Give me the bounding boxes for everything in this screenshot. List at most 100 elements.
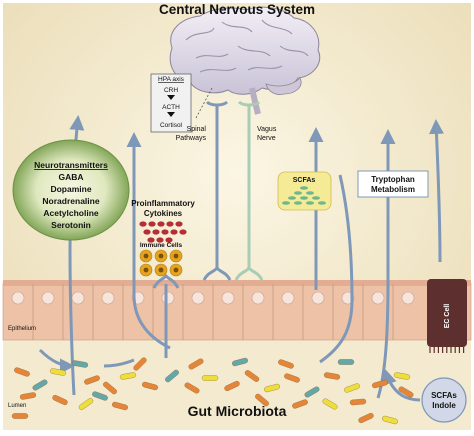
epithelium-label: Epithelium [8, 326, 36, 332]
cell-nucleus [401, 291, 415, 305]
cytokine-dot [156, 237, 164, 243]
bacterium [264, 383, 280, 393]
bacterium [304, 386, 320, 398]
bacterium [278, 359, 294, 369]
cell-nucleus [281, 291, 295, 305]
bacterium [49, 368, 67, 376]
spinal-label-line2: Pathways [176, 135, 207, 142]
cytokine-dot [148, 221, 156, 227]
hpa-step-acth: ACTH [162, 104, 180, 111]
immune-cell-nucleus [173, 253, 179, 259]
hpa-step-crh: CRH [164, 87, 178, 94]
bacterium [19, 392, 37, 400]
bacterium [71, 360, 89, 368]
scfa-dot [288, 196, 296, 200]
bacterium [244, 370, 260, 382]
ec-cell-arrow [429, 119, 444, 263]
cytokines-label-line2: Cytokines [144, 209, 183, 218]
neurotransmitters-oval: Neurotransmitters GABA Dopamine Noradren… [12, 139, 130, 241]
scfas-box: SCFAs [277, 171, 332, 211]
cell-nucleus [191, 291, 205, 305]
immune-cell-nucleus [143, 253, 149, 259]
cell-nucleus [101, 291, 115, 305]
bacterium [358, 412, 374, 424]
ec-cell-label: EC Cell [444, 304, 451, 329]
neurotransmitter-item: Noradrenaline [42, 196, 99, 206]
vagus-nerve-line [234, 100, 264, 281]
immune-cells-label: Immune Cells [140, 242, 183, 249]
indole-arrow [382, 369, 421, 402]
bacterium [188, 358, 204, 370]
bacterium [232, 357, 248, 367]
scfa-dot [318, 201, 326, 205]
immune-cap [152, 273, 180, 289]
scfa-dot [282, 201, 290, 205]
scfas-indole-line1: SCFAs [431, 391, 457, 400]
scfa-arrow-down [319, 174, 354, 364]
bacterium [133, 357, 147, 371]
cytokine-dot [152, 229, 160, 235]
bacterium [142, 381, 158, 391]
bacterium [284, 373, 300, 383]
cytokine-dot [166, 221, 174, 227]
cytokine-dot [175, 221, 183, 227]
spinal-label-line1: Spinal [187, 126, 207, 133]
scfas-label: SCFAs [293, 177, 316, 184]
cytokine-dot [143, 229, 151, 235]
vagus-label-line1: Vagus [257, 126, 277, 133]
hpa-step-cortisol: Cortisol [160, 122, 183, 129]
bacterium [344, 383, 360, 393]
cytokine-dot [165, 237, 173, 243]
spinal-pathway-line [202, 100, 232, 281]
cytokine-dot [179, 229, 187, 235]
bacterium [184, 382, 200, 394]
bacterium [119, 372, 137, 380]
hpa-down-arrow-2 [167, 112, 175, 117]
cell-nucleus [161, 291, 175, 305]
cytokines-label-line1: Proinflammatory [131, 199, 195, 208]
bacterium [78, 398, 94, 410]
tryptophan-label-line1: Tryptophan [371, 175, 415, 184]
neurotransmitter-item: Serotonin [51, 220, 91, 230]
bacterium [14, 367, 30, 377]
hpa-pointer-line [195, 87, 213, 119]
cell-nucleus [11, 291, 25, 305]
scfa-dot [294, 191, 302, 195]
bacterium [11, 413, 29, 419]
bacterium [103, 381, 117, 395]
hpa-axis-box: HPA axis CRH ACTH Cortisol [150, 73, 192, 133]
hpa-descending-arrow [126, 132, 171, 350]
scfas-indole-circle: SCFAs Indole [421, 377, 467, 423]
lumen-right-arrow [103, 358, 135, 368]
bacterium [292, 399, 308, 409]
cytokine-dot [147, 237, 155, 243]
cytokine-dot [139, 221, 147, 227]
scfas-indole-line2: Indole [432, 401, 456, 410]
cell-nucleus [311, 291, 325, 305]
immune-cell-nucleus [158, 253, 164, 259]
bacterium [393, 372, 411, 380]
neurotransmitter-item: Acetylcholine [43, 208, 99, 218]
neurotransmitters-header: Neurotransmitters [34, 160, 108, 170]
scfa-dot [306, 191, 314, 195]
scfa-dot [306, 201, 314, 205]
cytokine-dot [161, 229, 169, 235]
bacterium [84, 375, 100, 385]
tryptophan-label-line2: Metabolism [371, 185, 415, 194]
immune-cell-nucleus [143, 267, 149, 273]
bacterium [92, 391, 108, 401]
tryptophan-box: Tryptophan Metabolism [357, 170, 429, 198]
cell-nucleus [41, 291, 55, 305]
cytokine-dot [170, 229, 178, 235]
bacterium [165, 369, 179, 383]
cell-nucleus [221, 291, 235, 305]
bacterium [322, 398, 338, 410]
signal-arrows [38, 115, 444, 402]
title-central-nervous-system: Central Nervous System [159, 2, 315, 17]
scfa-dot [312, 196, 320, 200]
scfa-dot [300, 186, 308, 190]
bacterium [52, 394, 68, 406]
bacterium [201, 375, 219, 381]
